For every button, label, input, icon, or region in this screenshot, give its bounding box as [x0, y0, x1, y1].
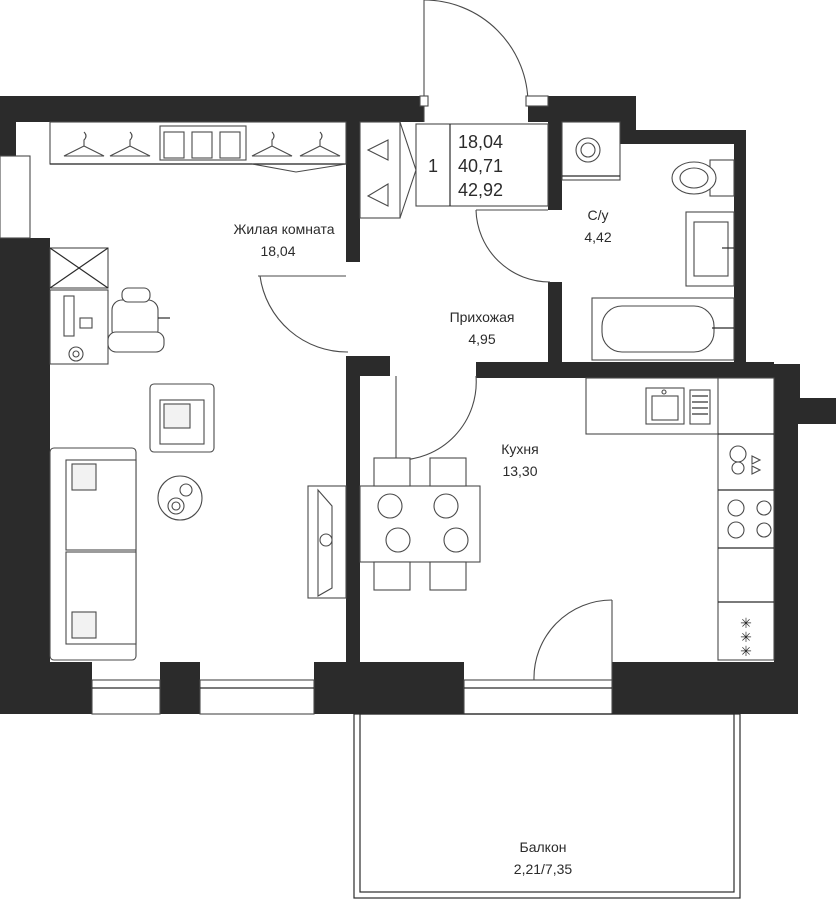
table-icon [359, 485, 481, 563]
toilet-icon [671, 159, 735, 197]
kitchen-name: Кухня [501, 441, 538, 457]
hanger-icon [63, 131, 341, 157]
living-area-value: 18,04 [458, 132, 503, 152]
windows [0, 155, 613, 715]
hall-name: Прихожая [450, 309, 515, 325]
stove-icon: ✳ ✳ ✳ [727, 445, 772, 659]
wardrobe [49, 121, 347, 173]
svg-text:✳: ✳ [740, 643, 752, 659]
rooms-count: 1 [428, 156, 438, 176]
room-labels: Жилая комната 18,04 Прихожая 4,95 С/у 4,… [233, 207, 611, 877]
kitchen-area: 13,30 [502, 463, 537, 479]
walls [0, 96, 836, 714]
sofa-icon [49, 447, 137, 661]
balcony-area: 2,21/7,35 [514, 861, 573, 877]
total-with-balcony-value: 42,92 [458, 180, 503, 200]
balcony-name: Балкон [520, 839, 567, 855]
entrance-door [419, 0, 549, 122]
living-room-name: Жилая комната [233, 221, 334, 237]
bathtub-icon [591, 297, 735, 361]
kitchen-counter [585, 377, 775, 661]
svg-text:✳: ✳ [740, 615, 752, 631]
washing-machine-icon [561, 121, 621, 181]
table-icon [157, 475, 203, 521]
hall-wardrobe [359, 121, 417, 219]
living-room-area: 18,04 [260, 243, 295, 259]
chair-icon [107, 287, 170, 353]
total-area-value: 40,71 [458, 156, 503, 176]
sink-icon [645, 387, 711, 425]
svg-text:✳: ✳ [740, 629, 752, 645]
armchair [149, 383, 215, 453]
info-box: 1 18,04 40,71 42,92 [415, 123, 549, 207]
tv-unit [307, 485, 347, 599]
hall-area: 4,95 [468, 331, 495, 347]
bathroom-area: 4,42 [584, 229, 611, 245]
balcony [353, 713, 741, 899]
sink-icon [685, 211, 735, 287]
desk [49, 247, 109, 365]
interior-doors [258, 209, 613, 681]
bathroom-name: С/у [588, 207, 609, 223]
chair-icon [373, 457, 467, 591]
